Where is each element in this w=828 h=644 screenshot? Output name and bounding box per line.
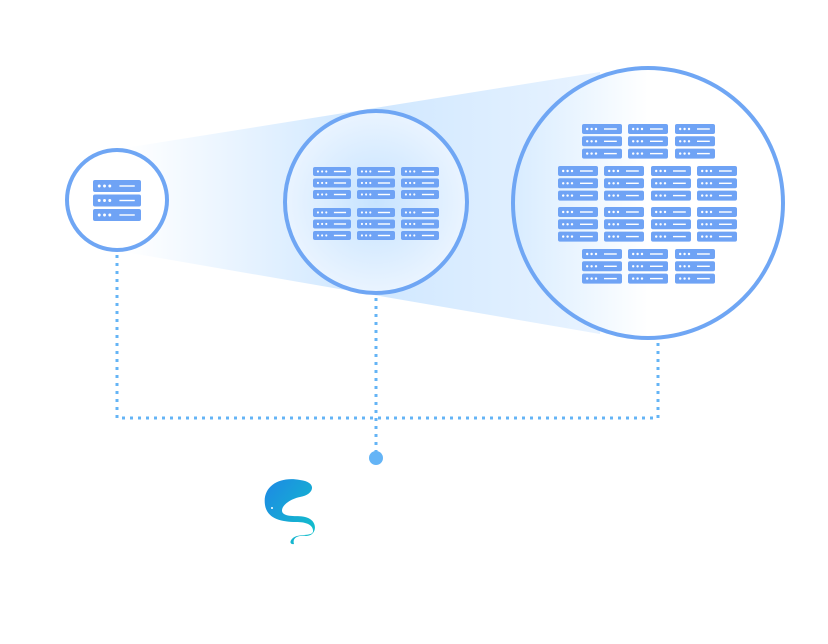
server-rack-icon xyxy=(401,208,439,240)
server-rack-icon xyxy=(313,167,351,199)
server-unit xyxy=(401,208,439,217)
tier-large-circle xyxy=(511,66,785,340)
server-unit xyxy=(401,219,439,229)
server-unit xyxy=(313,190,351,199)
server-unit xyxy=(93,209,141,221)
server-rack-icon xyxy=(582,249,622,284)
server-unit xyxy=(651,231,691,242)
server-rack-icon xyxy=(604,207,644,242)
server-unit xyxy=(697,207,737,217)
server-unit xyxy=(582,136,622,147)
server-unit xyxy=(93,180,141,192)
server-rack-icon xyxy=(628,124,668,159)
server-unit xyxy=(313,208,351,217)
server-unit xyxy=(401,231,439,240)
server-unit xyxy=(628,124,668,134)
server-rack-icon xyxy=(558,166,598,201)
server-unit xyxy=(313,178,351,188)
server-rack-icon xyxy=(401,167,439,199)
server-unit xyxy=(697,166,737,176)
server-unit xyxy=(93,194,141,207)
server-rack-icon xyxy=(651,207,691,242)
server-unit xyxy=(628,136,668,147)
server-rack-icon xyxy=(675,124,715,159)
server-unit xyxy=(582,249,622,259)
server-rack-icon xyxy=(558,207,598,242)
server-unit xyxy=(604,207,644,217)
server-unit xyxy=(675,136,715,147)
server-unit xyxy=(401,167,439,176)
server-unit xyxy=(604,178,644,189)
server-unit xyxy=(675,249,715,259)
server-unit xyxy=(582,273,622,284)
server-unit xyxy=(357,208,395,217)
server-unit xyxy=(313,167,351,176)
server-unit xyxy=(313,231,351,240)
server-unit xyxy=(558,219,598,230)
server-unit xyxy=(651,178,691,189)
tier-medium-circle xyxy=(283,109,469,295)
server-unit xyxy=(357,219,395,229)
server-unit xyxy=(651,219,691,230)
server-rack-icon xyxy=(675,249,715,284)
server-unit xyxy=(604,231,644,242)
server-rack-icon xyxy=(697,166,737,201)
server-unit xyxy=(558,190,598,201)
server-unit xyxy=(675,148,715,159)
server-unit xyxy=(558,178,598,189)
server-unit xyxy=(558,207,598,217)
server-unit xyxy=(675,261,715,272)
server-unit xyxy=(604,166,644,176)
server-unit xyxy=(697,219,737,230)
server-unit xyxy=(675,124,715,134)
server-rack-icon xyxy=(357,208,395,240)
server-unit xyxy=(582,124,622,134)
server-unit xyxy=(675,273,715,284)
server-unit xyxy=(357,178,395,188)
server-rack-icon xyxy=(313,208,351,240)
server-unit xyxy=(357,231,395,240)
server-rack-icon xyxy=(357,167,395,199)
server-rack-icon xyxy=(628,249,668,284)
server-unit xyxy=(558,231,598,242)
server-unit xyxy=(697,178,737,189)
server-unit xyxy=(651,190,691,201)
server-unit xyxy=(628,273,668,284)
server-unit xyxy=(651,166,691,176)
server-unit xyxy=(651,207,691,217)
brand-logo-icon xyxy=(264,479,315,545)
server-unit xyxy=(697,190,737,201)
server-rack-icon xyxy=(651,166,691,201)
server-unit xyxy=(357,190,395,199)
server-unit xyxy=(628,261,668,272)
server-unit xyxy=(313,219,351,229)
server-unit xyxy=(357,167,395,176)
connector-lines xyxy=(115,255,660,452)
connector-node xyxy=(369,451,383,465)
server-unit xyxy=(582,148,622,159)
server-unit xyxy=(628,249,668,259)
server-unit xyxy=(401,178,439,188)
server-unit xyxy=(604,219,644,230)
server-unit xyxy=(604,190,644,201)
server-unit xyxy=(697,231,737,242)
server-unit xyxy=(401,190,439,199)
server-rack-icon xyxy=(582,124,622,159)
server-unit xyxy=(582,261,622,272)
server-unit xyxy=(628,148,668,159)
server-rack-icon xyxy=(93,180,141,221)
server-unit xyxy=(558,166,598,176)
server-rack-icon xyxy=(697,207,737,242)
server-rack-icon xyxy=(604,166,644,201)
